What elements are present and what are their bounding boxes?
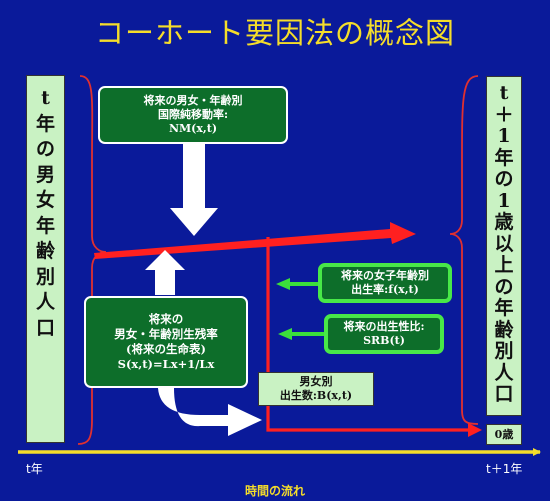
right-box-char: 別 [494, 340, 514, 362]
left-box-char: 齢 [35, 240, 55, 262]
right-box-char: 1 [497, 189, 511, 212]
migration-line-1: 将来の男女・年齢別 [143, 94, 243, 107]
left-box-char: 別 [35, 265, 55, 288]
right-box-char: 歳 [494, 211, 514, 233]
survival-line-4: S(x,t)=Lx+1/Lx [117, 357, 215, 371]
survival-rate-box: 将来の 男女・年齢別生残率 (将来の生命表) S(x,t)=Lx+1/Lx [84, 296, 248, 388]
right-box-char: の [494, 168, 514, 190]
left-brace [77, 75, 107, 445]
srb-line-1: 将来の出生性比: [343, 320, 425, 333]
right-box-char: 1 [497, 125, 511, 147]
left-box-char: 男 [35, 163, 55, 186]
fertility-rate-box: 将来の女子年齢別 出生率:f(x,t) [318, 263, 452, 303]
right-box-char: 齢 [494, 318, 514, 341]
left-box-char: の [35, 138, 55, 160]
survival-up-arrow [145, 250, 185, 295]
srb-green-arrow [278, 328, 324, 340]
right-box-char: ＋ [494, 103, 514, 126]
right-box-char: の [494, 275, 514, 298]
fertility-line-1: 将来の女子年齢別 [341, 269, 429, 282]
left-box-char: 年 [35, 214, 55, 237]
survival-line-3: (将来の生命表) [126, 342, 206, 356]
left-box-char: 女 [35, 189, 55, 211]
left-box-char: 口 [35, 316, 55, 339]
survival-to-births-arrow [158, 388, 262, 436]
right-box-char: 以 [494, 232, 514, 255]
axis-caption: 時間の流れ [244, 484, 305, 498]
sex-ratio-at-birth-box: 将来の出生性比: SRB(t) [324, 314, 444, 354]
age-zero-box: 0歳 [486, 424, 522, 445]
srb-line-2: SRB(t) [363, 334, 405, 347]
births-line-1: 男女別 [299, 375, 333, 388]
right-box-char: 上 [494, 254, 514, 276]
birth-flow-arrowhead [468, 423, 482, 437]
migration-line-2: 国際純移動率: [157, 108, 229, 121]
left-box-char: t [41, 87, 50, 109]
fertility-green-arrow [276, 278, 318, 290]
survival-line-1: 将来の [148, 312, 184, 326]
flow-arrow [94, 222, 416, 259]
migration-line-3: NM(x,t) [168, 122, 218, 135]
axis-end-label: t＋1年 [486, 462, 523, 476]
births-box: 男女別 出生数:B(x,t) [258, 372, 374, 406]
left-box-char: 年 [35, 112, 55, 135]
migration-down-arrow [170, 144, 218, 236]
axis-start-label: t年 [26, 462, 43, 476]
left-box-char: 人 [35, 291, 55, 313]
migration-rate-box: 将来の男女・年齢別 国際純移動率: NM(x,t) [98, 86, 288, 144]
right-box-char: 人 [494, 361, 514, 384]
right-box-char: 口 [494, 383, 514, 405]
births-line-2: 出生数:B(x,t) [279, 389, 353, 402]
right-box-char: t [499, 82, 509, 104]
right-brace [449, 75, 479, 425]
birth-flow-line [266, 237, 472, 432]
diagram-title: コーホート要因法の概念図 [94, 16, 455, 50]
right-box-char: 年 [494, 297, 514, 319]
fertility-line-2: 出生率:f(x,t) [351, 283, 419, 296]
right-box-char: 年 [494, 146, 514, 169]
survival-line-2: 男女・年齢別生残率 [114, 327, 218, 341]
